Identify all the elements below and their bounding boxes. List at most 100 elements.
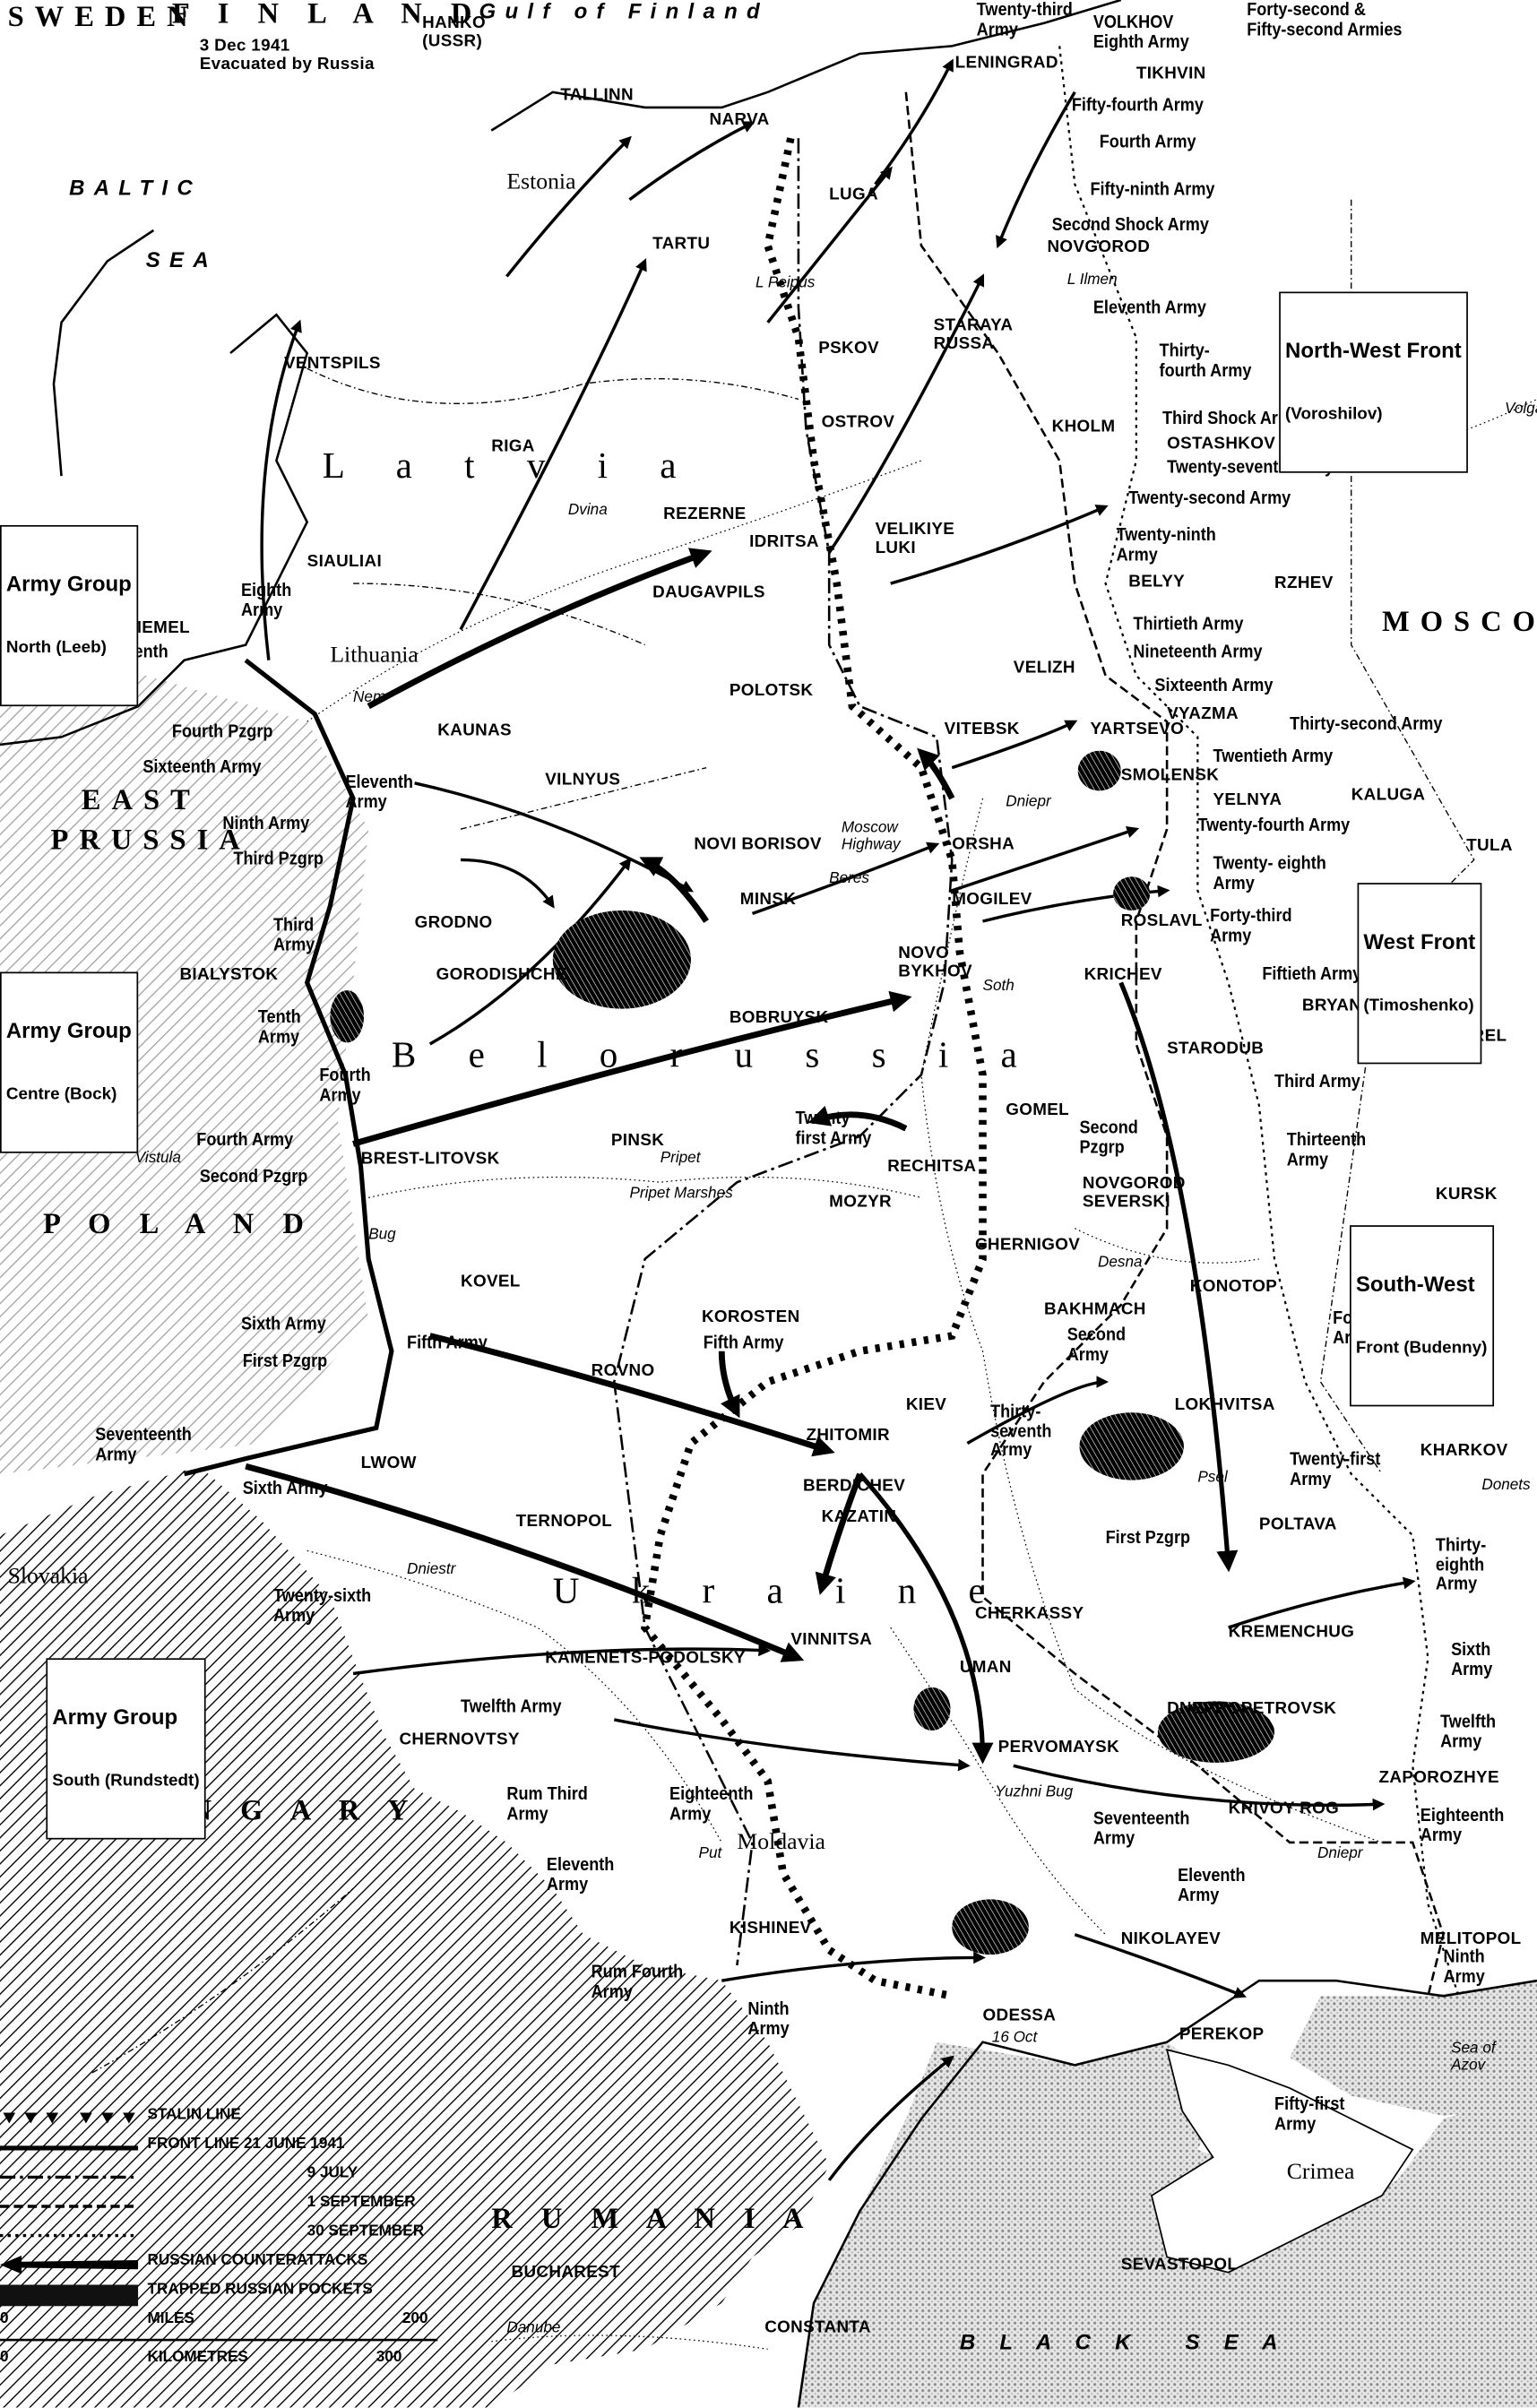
label-minsk: MINSK: [739, 890, 797, 910]
label-crimea: Crimea: [1286, 2160, 1355, 2186]
legend-stalin-line: STALIN LINE: [0, 2107, 461, 2136]
label-poltava: POLTAVA: [1258, 1515, 1337, 1534]
label-dniestr: Dniestr: [407, 1561, 456, 1579]
label-twentyfourth: Twenty-fourth Army: [1197, 814, 1351, 836]
label-fiftyninth: Fifty-ninth Army: [1090, 177, 1215, 200]
trapped-russian-pockets: [330, 750, 1275, 1955]
label-ninth-r: Ninth Army: [1443, 1945, 1485, 1987]
label-kiev: KIEV: [905, 1395, 947, 1414]
legend-front-1-september: 1 SEPTEMBER: [0, 2194, 461, 2223]
label-peipus: L Peipus: [755, 274, 816, 292]
label-thirtyfourth: Thirty- fourth Army: [1159, 339, 1252, 381]
label-twentyninth: Twenty-ninth Army: [1116, 523, 1216, 565]
label-bobruysk: BOBRUYSK: [729, 1008, 829, 1028]
label-kaluga: KALUGA: [1351, 786, 1426, 805]
label-lokhvitsa: LOKHVITSA: [1174, 1395, 1275, 1414]
label-rumfourth: Rum Fourth Army: [591, 1960, 684, 2002]
label-pinsk: PINSK: [610, 1131, 665, 1151]
label-kishinev: KISHINEV: [729, 1919, 812, 1938]
box-subtitle: Centre (Bock): [5, 1086, 117, 1105]
label-chernigov: CHERNIGOV: [974, 1236, 1081, 1255]
label-sixteenth-r: Sixteenth Army: [1154, 674, 1274, 696]
label-korosten: KOROSTEN: [701, 1308, 800, 1327]
label-ninth-g: Ninth Army: [222, 812, 310, 834]
label-sixth-r: Sixth Army: [1451, 1638, 1493, 1679]
label-second-g: Second Army: [1066, 1323, 1127, 1365]
box-subtitle: South (Rundstedt): [52, 1772, 200, 1791]
label-sea: SEA: [145, 246, 218, 272]
hatched-area-east-prussia-poland: [0, 660, 369, 1474]
hatched-area-hungary: [0, 1466, 830, 2408]
label-kamenets: KAMENETS-PODOLSKY: [545, 1649, 746, 1668]
label-rechitsa: RECHITSA: [887, 1157, 977, 1177]
front-line-30-september: [1058, 46, 1460, 1997]
label-psel: Psel: [1197, 1469, 1228, 1487]
label-ostashkov: OSTASHKOV: [1167, 434, 1276, 453]
black-sea-coast: [797, 1979, 1537, 2408]
label-belyy: BELYY: [1128, 573, 1186, 591]
label-orsha: ORSHA: [952, 835, 1015, 854]
label-lwow: LWOW: [360, 1454, 417, 1473]
label-dnepro: DNEPROPETROVSK: [1167, 1699, 1337, 1719]
box-subtitle: North (Leeb): [5, 639, 107, 659]
army-group-north-box: Army Group North (Leeb): [0, 524, 138, 707]
label-vitebsk: VITEBSK: [944, 720, 1020, 739]
label-twentysecond: Twenty-second Army: [1128, 487, 1291, 509]
label-azov: Sea of Azov: [1451, 2040, 1496, 2074]
label-eastprussia1: EAST: [81, 784, 201, 817]
map-legend: STALIN LINE FRONT LINE 21 JUNE 1941 9 JU…: [0, 2107, 461, 2369]
label-tallinn: TALLINN: [560, 85, 634, 105]
label-luga: LUGA: [829, 186, 878, 204]
army-group-centre-box: Army Group Centre (Bock): [0, 971, 138, 1154]
label-ukraine: U k r a i n e: [552, 1572, 1006, 1612]
label-chernovtsy: CHERNOVTSY: [399, 1730, 520, 1749]
label-rumania: R U M A N I A: [491, 2203, 815, 2236]
label-constanta: CONSTANTA: [764, 2318, 871, 2337]
label-eleventh-rum: Eleventh Army: [546, 1852, 615, 1894]
label-eighteenth-r: Eighteenth Army: [1420, 1804, 1505, 1845]
label-konotop: KONOTOP: [1189, 1277, 1278, 1297]
german-advance-arrows: [245, 58, 1416, 2181]
label-eleventh-g: Eleventh Army: [345, 771, 413, 812]
label-twentieth: Twentieth Army: [1213, 744, 1334, 766]
south-west-front-box: South-West Front (Budenny): [1349, 1225, 1494, 1407]
label-blacksea: B L A C K S E A: [959, 2329, 1287, 2354]
label-nikolayev: NIKOLAYEV: [1120, 1929, 1222, 1949]
label-fiftyfourth: Fifty-fourth Army: [1071, 93, 1204, 116]
label-mogilev: MOGILEV: [952, 890, 1032, 910]
label-twelfth-r: Twelfth Army: [460, 1695, 562, 1717]
label-sixth-g2: Sixth Army: [242, 1477, 328, 1499]
label-kazatin: KAZATIN: [821, 1507, 897, 1527]
label-zaporozhye: ZAPOROZHYE: [1378, 1768, 1499, 1788]
label-slovakia: Slovakia: [7, 1564, 89, 1590]
label-staraya: STARAYA RUSSA: [933, 315, 1014, 353]
label-nem: Nem: [353, 689, 386, 707]
label-marshes: Pripet Marshes: [629, 1185, 733, 1203]
label-fourth-g: Fourth Army: [319, 1064, 371, 1105]
label-latvia: L a t v i a: [322, 446, 698, 488]
label-berdichev: BERDICHEV: [803, 1477, 906, 1496]
label-narva: NARVA: [709, 110, 770, 129]
legend-front-9-july: 9 JULY: [0, 2165, 461, 2195]
box-title: West Front: [1363, 929, 1476, 954]
label-bialystok: BIALYSTOK: [179, 965, 279, 985]
label-moldavia: Moldavia: [737, 1830, 825, 1855]
label-smolensk: SMOLENSK: [1120, 765, 1220, 785]
legend-label: RUSSIAN COUNTERATTACKS: [147, 2252, 368, 2270]
label-eleventh-e: Eleventh Army: [1178, 1863, 1246, 1905]
label-twentyfirst-r: Twenty first Army: [795, 1107, 872, 1148]
label-tartu: TARTU: [652, 235, 711, 254]
label-eleventh-n: Eleventh Army: [1092, 296, 1206, 318]
label-fourtharmy-g: Fourth Army: [196, 1128, 294, 1151]
label-novgorod: NOVGOROD: [1047, 237, 1151, 257]
label-bug: Bug: [368, 1226, 396, 1244]
label-gomel: GOMEL: [1006, 1100, 1070, 1119]
label-idritsa: IDRITSA: [749, 532, 819, 552]
legend-label: FRONT LINE 21 JUNE 1941: [147, 2136, 345, 2153]
box-subtitle: (Timoshenko): [1363, 997, 1474, 1016]
label-twentysixth: Twenty-sixth Army: [272, 1584, 372, 1626]
label-eighth: Eighth Army: [240, 578, 292, 620]
legend-label: 30 SEPTEMBER: [307, 2222, 425, 2240]
front-line-30sep-symbol: [0, 2233, 139, 2238]
